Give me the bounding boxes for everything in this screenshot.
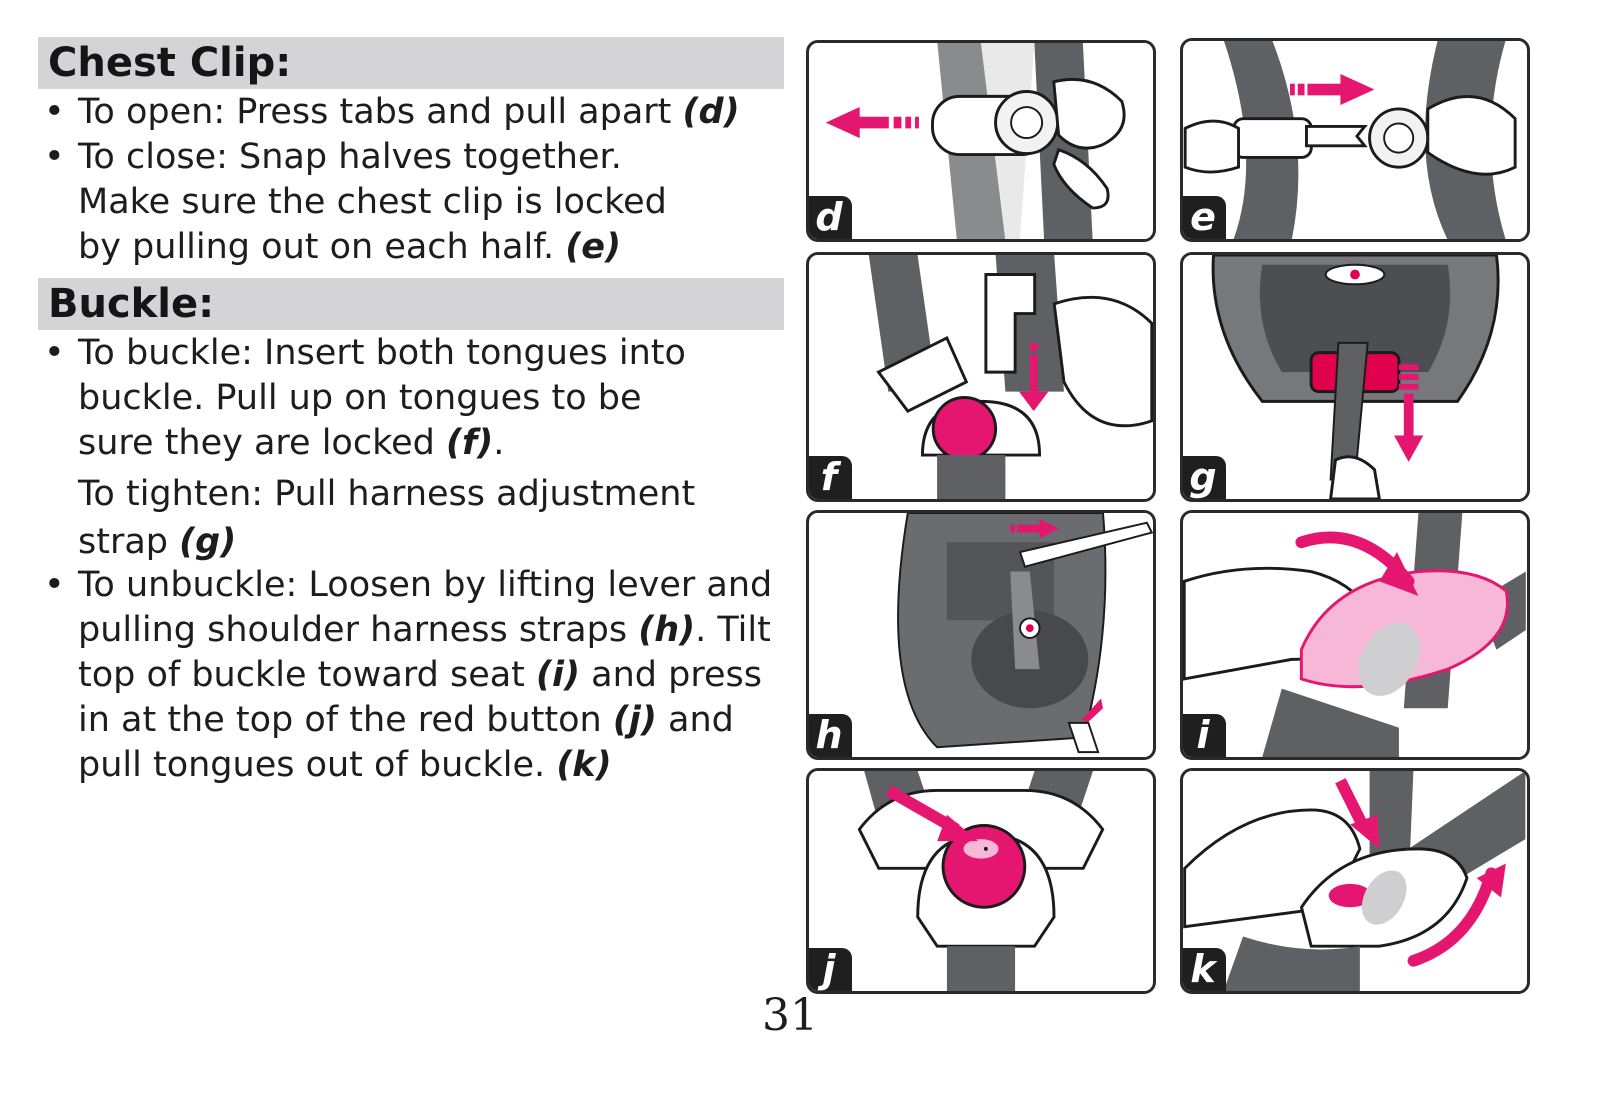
panel-label-f: f xyxy=(809,456,852,499)
illustration-j-art xyxy=(810,771,1152,991)
illustration-i-tilt-buckle: i xyxy=(1180,510,1530,760)
buckle-unbuckle-instruction: • To unbuckle: Loosen by lifting lever an… xyxy=(44,563,804,788)
panel-label-k: k xyxy=(1183,948,1226,991)
illustration-g-tighten-harness: g xyxy=(1180,252,1530,502)
illustration-h-loosen-harness: h xyxy=(806,510,1156,760)
buckle-tighten-instruction: To tighten: Pull harness adjustment stra… xyxy=(44,470,804,566)
instruction-text: To open: Press tabs and pull apart xyxy=(78,92,683,132)
instruction-text: To close: Snap halves together. xyxy=(78,137,622,177)
panel-label-g: g xyxy=(1183,456,1226,499)
panel-label-j: j xyxy=(809,948,852,991)
illustration-k-art xyxy=(1183,771,1526,991)
page-number: 31 xyxy=(762,990,818,1041)
illustration-f-art xyxy=(810,255,1153,499)
figure-ref-k: (k) xyxy=(556,745,612,785)
bullet: • xyxy=(44,333,65,373)
figure-ref-i: (i) xyxy=(536,655,581,695)
instruction-text: buckle. Pull up on tongues to be xyxy=(78,378,642,418)
instruction-text: To buckle: Insert both tongues into xyxy=(78,333,686,373)
instruction-text: and xyxy=(656,700,734,740)
figure-ref-h: (h) xyxy=(638,610,696,650)
instruction-text: in at the top of the red button xyxy=(78,700,613,740)
instruction-text: strap xyxy=(78,522,180,562)
instruction-text: by pulling out on each half. xyxy=(78,227,566,267)
bullet: • xyxy=(44,565,65,605)
illustration-h-art xyxy=(810,513,1153,757)
illustration-e-art xyxy=(1183,41,1525,239)
figure-ref-e: (e) xyxy=(565,227,621,267)
buckle-heading: Buckle: xyxy=(38,278,784,330)
panel-label-i: i xyxy=(1183,714,1226,757)
chest-clip-open-instruction: • To open: Press tabs and pull apart (d) xyxy=(44,90,804,135)
chest-clip-heading: Chest Clip: xyxy=(38,37,784,89)
bullet: • xyxy=(44,137,65,177)
illustration-e-chest-clip-close: e xyxy=(1180,38,1530,242)
chest-clip-close-instruction: • To close: Snap halves together. Make su… xyxy=(44,135,804,270)
instruction-text: and press xyxy=(580,655,762,695)
panel-label-h: h xyxy=(809,714,852,757)
buckle-insert-instruction: • To buckle: Insert both tongues into buc… xyxy=(44,331,804,466)
illustration-d-chest-clip-open: d xyxy=(806,40,1156,242)
illustration-j-press-red-button: j xyxy=(806,768,1156,994)
panel-label-d: d xyxy=(809,196,852,239)
instruction-text: Make sure the chest clip is locked xyxy=(78,182,667,222)
instruction-text: . xyxy=(493,423,505,463)
instruction-text: sure they are locked xyxy=(78,423,446,463)
instruction-text: . Tilt xyxy=(695,610,771,650)
illustration-k-pull-tongues-out: k xyxy=(1180,768,1530,994)
instruction-text: pull tongues out of buckle. xyxy=(78,745,557,785)
instruction-text: To tighten: Pull harness adjustment xyxy=(78,474,696,514)
figure-ref-d: (d) xyxy=(682,92,740,132)
instruction-text: To unbuckle: Loosen by lifting lever and xyxy=(78,565,773,605)
illustration-f-buckle-insert: f xyxy=(806,252,1156,502)
illustration-d-art xyxy=(811,43,1151,239)
instruction-text: pulling shoulder harness straps xyxy=(78,610,639,650)
instruction-text: top of buckle toward seat xyxy=(78,655,537,695)
illustration-i-art xyxy=(1183,513,1526,757)
bullet: • xyxy=(44,92,65,132)
figure-ref-j: (j) xyxy=(612,700,657,740)
illustration-g-art xyxy=(1184,255,1526,499)
panel-label-e: e xyxy=(1183,196,1226,239)
figure-ref-g: (g) xyxy=(179,522,237,562)
figure-ref-f: (f) xyxy=(445,423,494,463)
